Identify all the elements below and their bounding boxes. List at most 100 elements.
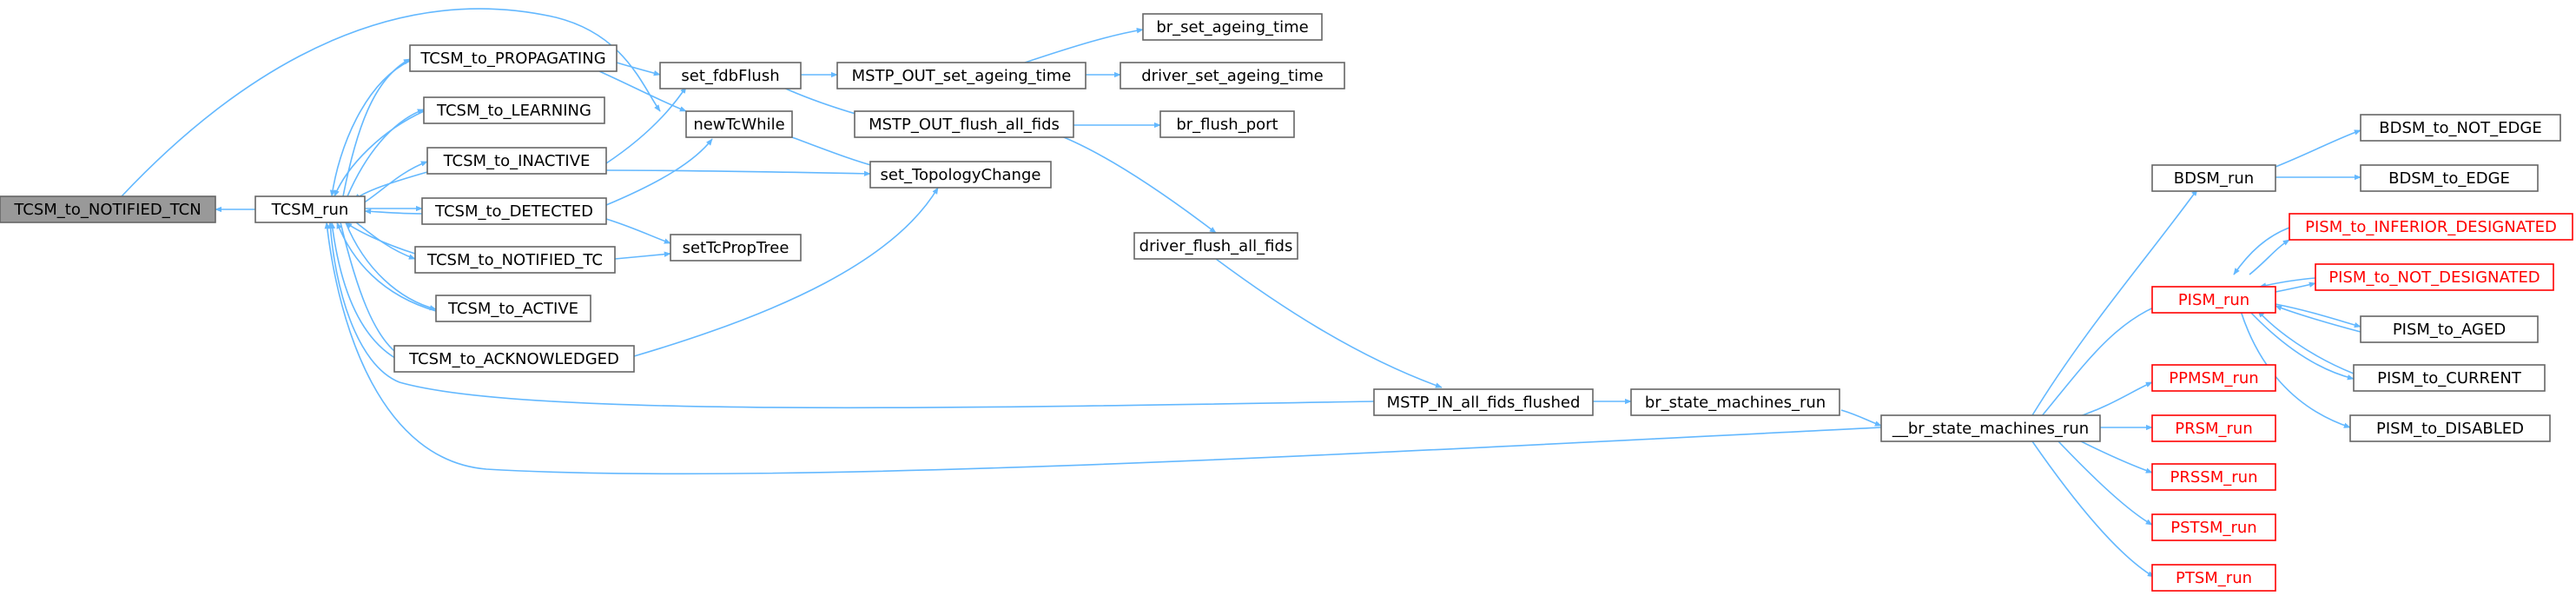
- node-settcproptree[interactable]: setTcPropTree: [670, 234, 802, 262]
- node-tcsm-to-learning[interactable]: TCSM_to_LEARNING: [423, 96, 605, 124]
- node-label: PISM_to_INFERIOR_DESIGNATED: [2305, 218, 2557, 236]
- node-tcsm-to-acknowledged[interactable]: TCSM_to_ACKNOWLEDGED: [393, 345, 635, 373]
- node-label: PSTSM_run: [2170, 519, 2256, 537]
- node-pism-to-current[interactable]: PISM_to_CURRENT: [2353, 364, 2546, 392]
- node-label: PPMSM_run: [2169, 369, 2258, 387]
- node-tcsm-to-detected[interactable]: TCSM_to_DETECTED: [421, 197, 607, 225]
- node-box: [0, 195, 216, 223]
- node-bdsm-to-edge[interactable]: BDSM_to_EDGE: [2360, 164, 2539, 192]
- node-box: [1133, 232, 1298, 260]
- node-label: set_TopologyChange: [881, 166, 1041, 184]
- edge-aged-to-pism-run: [2275, 305, 2361, 333]
- edge-acknowledged-to-tcsm-run: [329, 222, 402, 362]
- node-box: [2151, 463, 2276, 491]
- node-pism-to-aged[interactable]: PISM_to_AGED: [2360, 315, 2539, 343]
- edge-tcsm-run-to-notified-tc: [355, 222, 416, 260]
- node-mstp-out-flush-all-fids[interactable]: MSTP_OUT_flush_all_fids: [854, 110, 1074, 138]
- node-mstp-out-set-ageing-time[interactable]: MSTP_OUT_set_ageing_time: [836, 62, 1087, 89]
- nodes: TCSM_to_NOTIFIED_TCN TCSM_run TCSM_to_PROP…: [0, 13, 2573, 592]
- node-label: TCSM_to_LEARNING: [436, 102, 591, 120]
- edge-propagating-to-tcsm-run: [329, 60, 411, 197]
- node-tcsm-to-notified-tc[interactable]: TCSM_to_NOTIFIED_TC: [414, 246, 616, 274]
- node-box: [836, 62, 1087, 89]
- node-label: MSTP_OUT_set_ageing_time: [852, 67, 1072, 85]
- node-bdsm-run[interactable]: BDSM_run: [2151, 164, 2276, 192]
- node-box: [854, 110, 1074, 138]
- edge-br-sm-run-to-inner: [1840, 409, 1882, 427]
- node-label: br_flush_port: [1176, 116, 1278, 134]
- node-label: TCSM_to_NOTIFIED_TCN: [13, 201, 201, 219]
- edge-inner-to-pstsm-run: [2057, 440, 2153, 526]
- edges: [121, 8, 2361, 578]
- edge-tcsm-run-to-inactive: [362, 161, 428, 204]
- node-box: [1630, 388, 1840, 416]
- node-ptsm-run[interactable]: PTSM_run: [2151, 564, 2276, 592]
- edge-detected-to-settcproptree: [605, 218, 671, 244]
- edge-notified-tc-to-tcsm-run: [345, 222, 416, 255]
- node-label: PISM_to_AGED: [2393, 321, 2506, 339]
- node-tcsm-to-propagating[interactable]: TCSM_to_PROPAGATING: [409, 44, 618, 72]
- node-box: [409, 44, 618, 72]
- node-label: PRSSM_run: [2170, 468, 2258, 487]
- edge-inner-to-prssm-run: [2077, 439, 2153, 473]
- node-bdsm-to-not-edge[interactable]: BDSM_to_NOT_EDGE: [2360, 114, 2561, 142]
- node-br-set-ageing-time[interactable]: br_set_ageing_time: [1142, 13, 1323, 41]
- node-mstp-in-all-fids-flushed[interactable]: MSTP_IN_all_fids_flushed: [1373, 388, 1594, 416]
- node-box: [2353, 364, 2546, 392]
- edge-pism-run-to-current: [2249, 310, 2355, 381]
- node-driver-set-ageing-time[interactable]: driver_set_ageing_time: [1120, 62, 1345, 89]
- node-br-flush-port[interactable]: br_flush_port: [1159, 110, 1295, 138]
- edge-acknowledged-to-set-topologychange: [633, 187, 939, 357]
- node-br-state-machines-run[interactable]: br_state_machines_run: [1630, 388, 1840, 416]
- node-label: setTcPropTree: [683, 239, 789, 257]
- node-pism-run[interactable]: PISM_run: [2151, 286, 2276, 314]
- node-label: PISM_to_NOT_DESIGNATED: [2328, 268, 2540, 287]
- node-tcsm-to-active[interactable]: TCSM_to_ACTIVE: [435, 295, 591, 322]
- edge-pism-run-to-aged: [2275, 303, 2361, 328]
- node-label: __br_state_machines_run: [1892, 420, 2089, 438]
- edge-inactive-to-set-topologychange: [605, 169, 871, 177]
- node-label: driver_set_ageing_time: [1141, 67, 1324, 85]
- edge-inner-to-pism-run: [2040, 297, 2179, 418]
- node-pism-to-inferior-designated[interactable]: PISM_to_INFERIOR_DESIGNATED: [2289, 213, 2573, 241]
- node-tcsm-to-notified-tcn[interactable]: TCSM_to_NOTIFIED_TCN: [0, 195, 216, 223]
- node-driver-flush-all-fids[interactable]: driver_flush_all_fids: [1133, 232, 1298, 260]
- node-ppmsm-run[interactable]: PPMSM_run: [2151, 364, 2276, 392]
- node-box: [423, 96, 605, 124]
- node-prssm-run[interactable]: PRSSM_run: [2151, 463, 2276, 491]
- node-newtcwhile[interactable]: newTcWhile: [685, 110, 793, 138]
- node-box: [2360, 164, 2539, 192]
- node-pism-to-not-designated[interactable]: PISM_to_NOT_DESIGNATED: [2315, 263, 2554, 291]
- node-box: [435, 295, 591, 322]
- node-box: [2151, 364, 2276, 392]
- node-label: PRSM_run: [2175, 420, 2253, 438]
- edge-tcsm-run-to-propagating: [342, 58, 411, 197]
- node-tcsm-to-inactive[interactable]: TCSM_to_INACTIVE: [426, 147, 607, 175]
- node-set-fdbflush[interactable]: set_fdbFlush: [659, 62, 802, 89]
- edge-propagating-to-set-fdbflush: [616, 62, 661, 76]
- node-box: [2151, 564, 2276, 592]
- edge-current-to-pism-run: [2257, 310, 2355, 374]
- node-label: BDSM_to_EDGE: [2388, 169, 2510, 188]
- node-box: [1373, 388, 1594, 416]
- node-pstsm-run[interactable]: PSTSM_run: [2151, 513, 2276, 541]
- node-tcsm-run[interactable]: TCSM_run: [254, 195, 366, 223]
- node-set-topologychange[interactable]: set_TopologyChange: [869, 161, 1052, 189]
- node-box: [2151, 164, 2276, 192]
- node-label: br_set_ageing_time: [1156, 18, 1308, 36]
- node-label: TCSM_to_ACKNOWLEDGED: [408, 350, 619, 368]
- node-pism-to-disabled[interactable]: PISM_to_DISABLED: [2349, 414, 2551, 442]
- edge-propagating-to-newtcwhile: [598, 70, 687, 112]
- node-label: br_state_machines_run: [1645, 394, 1826, 412]
- node-prsm-run[interactable]: PRSM_run: [2151, 414, 2276, 442]
- edge-inner-to-ptsm-run: [2031, 440, 2155, 578]
- edge-flush-all-fids-to-driver-flush-all-fids: [1059, 135, 1217, 234]
- node-label: newTcWhile: [693, 116, 784, 134]
- node-label: BDSM_run: [2174, 169, 2254, 188]
- node-label: TCSM_to_INACTIVE: [443, 152, 591, 170]
- node-box: [2360, 114, 2561, 142]
- edge-detected-to-newtcwhile: [605, 138, 713, 206]
- edge-inactive-to-set-fdbflush: [605, 86, 687, 164]
- node-br-state-machines-run[interactable]: __br_state_machines_run: [1880, 414, 2101, 442]
